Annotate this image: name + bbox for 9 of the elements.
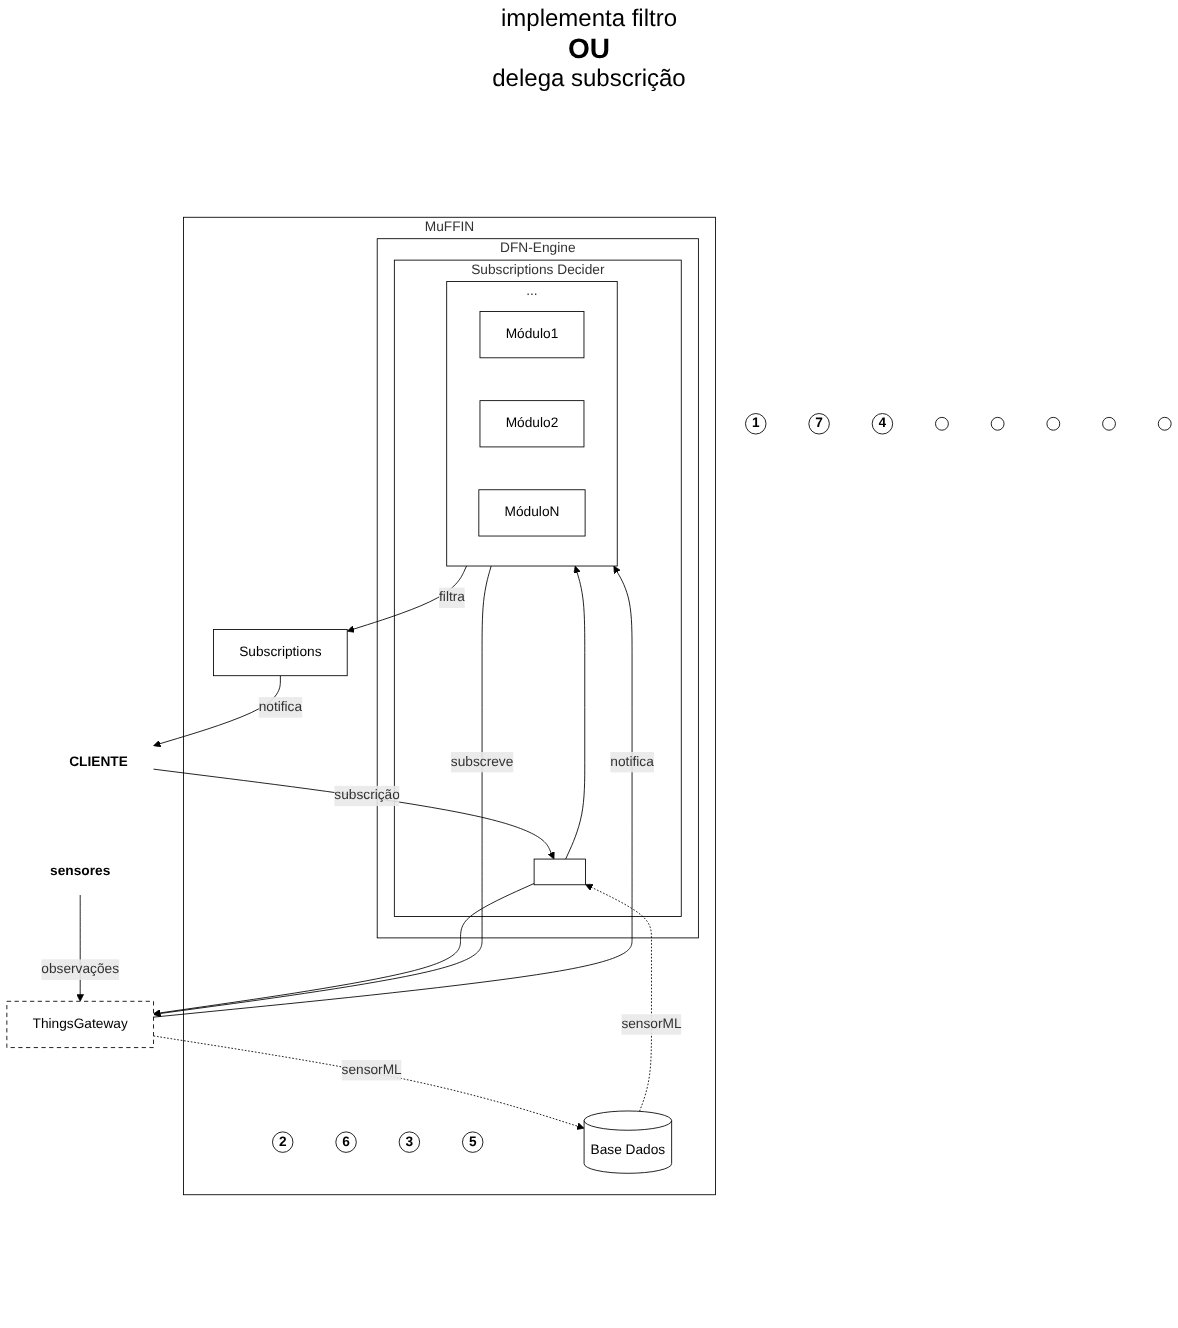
node-circle xyxy=(1102,416,1116,431)
note-text: implementa filtro xyxy=(498,4,680,32)
note-text: delega subscrição xyxy=(490,64,688,92)
node-box xyxy=(533,858,586,886)
node-circle xyxy=(1046,416,1061,431)
node-circle xyxy=(1157,416,1172,431)
node-circle xyxy=(990,416,1005,431)
note-text: OU xyxy=(566,32,612,64)
node-circle xyxy=(935,416,949,431)
